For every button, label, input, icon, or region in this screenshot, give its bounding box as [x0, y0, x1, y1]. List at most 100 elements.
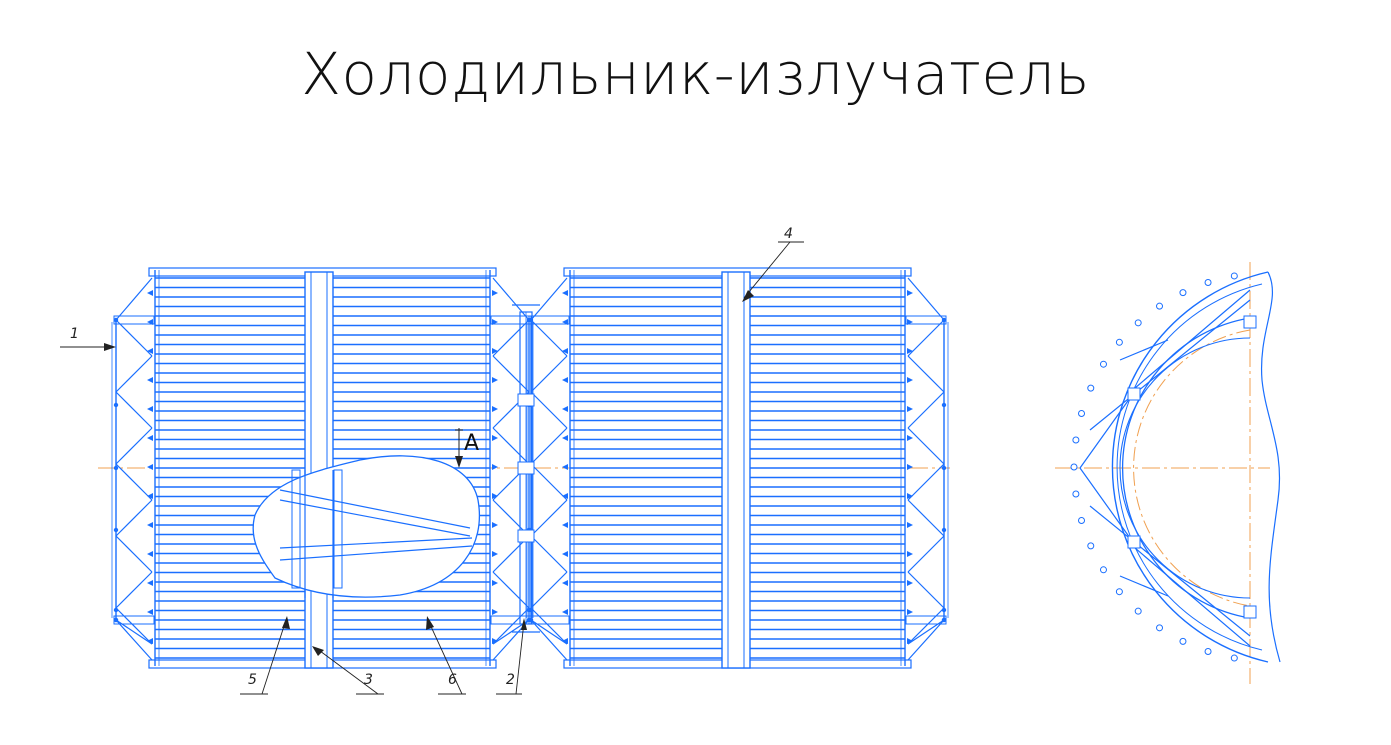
edge-stud [907, 406, 913, 412]
truss-brace [115, 277, 153, 321]
truss-diagonal [492, 607, 530, 645]
truss-diagonal [115, 535, 153, 573]
edge-stud [147, 435, 153, 441]
edge-stud [147, 377, 153, 383]
panel-stripes [155, 277, 490, 659]
truss-diagonal [530, 319, 568, 357]
edge-stud [562, 406, 568, 412]
end-view-strut [1079, 397, 1131, 469]
central-band [721, 271, 751, 669]
truss-diagonal [907, 571, 945, 609]
leader-4-arrow [742, 290, 754, 302]
truss-diagonal [907, 319, 945, 357]
edge-stud [147, 348, 153, 354]
truss-diagonal [530, 355, 568, 393]
truss-brace [907, 619, 945, 661]
edge-stud [907, 551, 913, 557]
edge-stud [907, 609, 913, 615]
connector-joint [517, 461, 535, 475]
end-view-strut [1089, 505, 1251, 637]
callout-leaders [60, 241, 804, 695]
leader-5-arrow [282, 616, 290, 629]
truss-brace [530, 619, 568, 661]
side-truss [111, 277, 155, 661]
edge-stud [562, 609, 568, 615]
edge-stud [492, 377, 498, 383]
edge-stud [147, 609, 153, 615]
truss-brace [530, 277, 568, 321]
leader-6 [427, 619, 463, 695]
edge-stud [492, 406, 498, 412]
page-title: Холодильник-излучатель [301, 40, 1090, 108]
heat-pipe [279, 545, 473, 561]
bolt-hole [1115, 588, 1123, 596]
truss-diagonal [492, 571, 530, 609]
side-truss [905, 277, 949, 661]
end-view-strut [1119, 575, 1169, 597]
bolt-hole [1204, 648, 1212, 656]
edge-stud [492, 609, 498, 615]
end-view-bracket [1243, 605, 1257, 619]
break-line [1260, 271, 1281, 663]
inner-ring-2 [1119, 337, 1251, 599]
truss-node [941, 402, 947, 408]
callout-label-2: 2 [506, 672, 515, 688]
truss-diagonal [115, 319, 153, 357]
truss-brace [115, 619, 153, 661]
end-view-bracket [1127, 387, 1141, 401]
outer-ring-inner [1116, 283, 1263, 651]
edge-stud [907, 348, 913, 354]
callout-label-1: 1 [70, 326, 79, 342]
truss-diagonal [492, 355, 530, 393]
truss-diagonal [115, 391, 153, 429]
end-view-bracket [1243, 315, 1257, 329]
truss-node [941, 607, 947, 613]
edge-stud [562, 464, 568, 470]
edge-stud [147, 464, 153, 470]
truss-bracket [113, 315, 155, 325]
bolt-hole [1134, 319, 1142, 327]
truss-diagonal [115, 571, 153, 609]
truss-diagonal [907, 391, 945, 429]
edge-stud [492, 290, 498, 296]
truss-node [113, 527, 119, 533]
bolt-hole [1078, 410, 1086, 418]
truss-diagonal [530, 463, 568, 501]
truss-diagonal [530, 571, 568, 609]
edge-stud [147, 406, 153, 412]
bolt-hole [1099, 360, 1107, 368]
truss-diagonal [492, 319, 530, 357]
inner-ring-axis [1133, 329, 1251, 607]
callout-label-4: 4 [784, 226, 793, 242]
truss-diagonal [907, 607, 945, 645]
leader-2-arrow [521, 618, 527, 630]
truss-node [113, 402, 119, 408]
bolt-hole [1078, 516, 1086, 524]
edge-stud [907, 638, 913, 644]
edge-stud [907, 290, 913, 296]
truss-diagonal [530, 607, 568, 645]
truss-diagonal [492, 427, 530, 465]
truss-brace [492, 277, 530, 321]
edge-stud [147, 493, 153, 499]
bolt-hole [1072, 490, 1080, 498]
bolt-hole [1087, 384, 1095, 392]
bolt-hole [1179, 637, 1187, 645]
truss-node [941, 527, 947, 533]
edge-stud [492, 464, 498, 470]
edge-stud [492, 580, 498, 586]
callout-label-6: 6 [448, 672, 457, 688]
end-view-strut [1127, 289, 1251, 395]
bolt-hole [1179, 289, 1187, 297]
bolt-hole [1156, 302, 1164, 310]
edge-stud [562, 580, 568, 586]
callout-label-3: 3 [364, 672, 373, 688]
truss-diagonal [907, 355, 945, 393]
truss-node [941, 465, 947, 471]
edge-stud [147, 638, 153, 644]
edge-stud [492, 348, 498, 354]
edge-stud [907, 464, 913, 470]
leader-3-arrow [312, 646, 324, 656]
section-arrow-head [455, 456, 463, 468]
edge-stud [147, 580, 153, 586]
